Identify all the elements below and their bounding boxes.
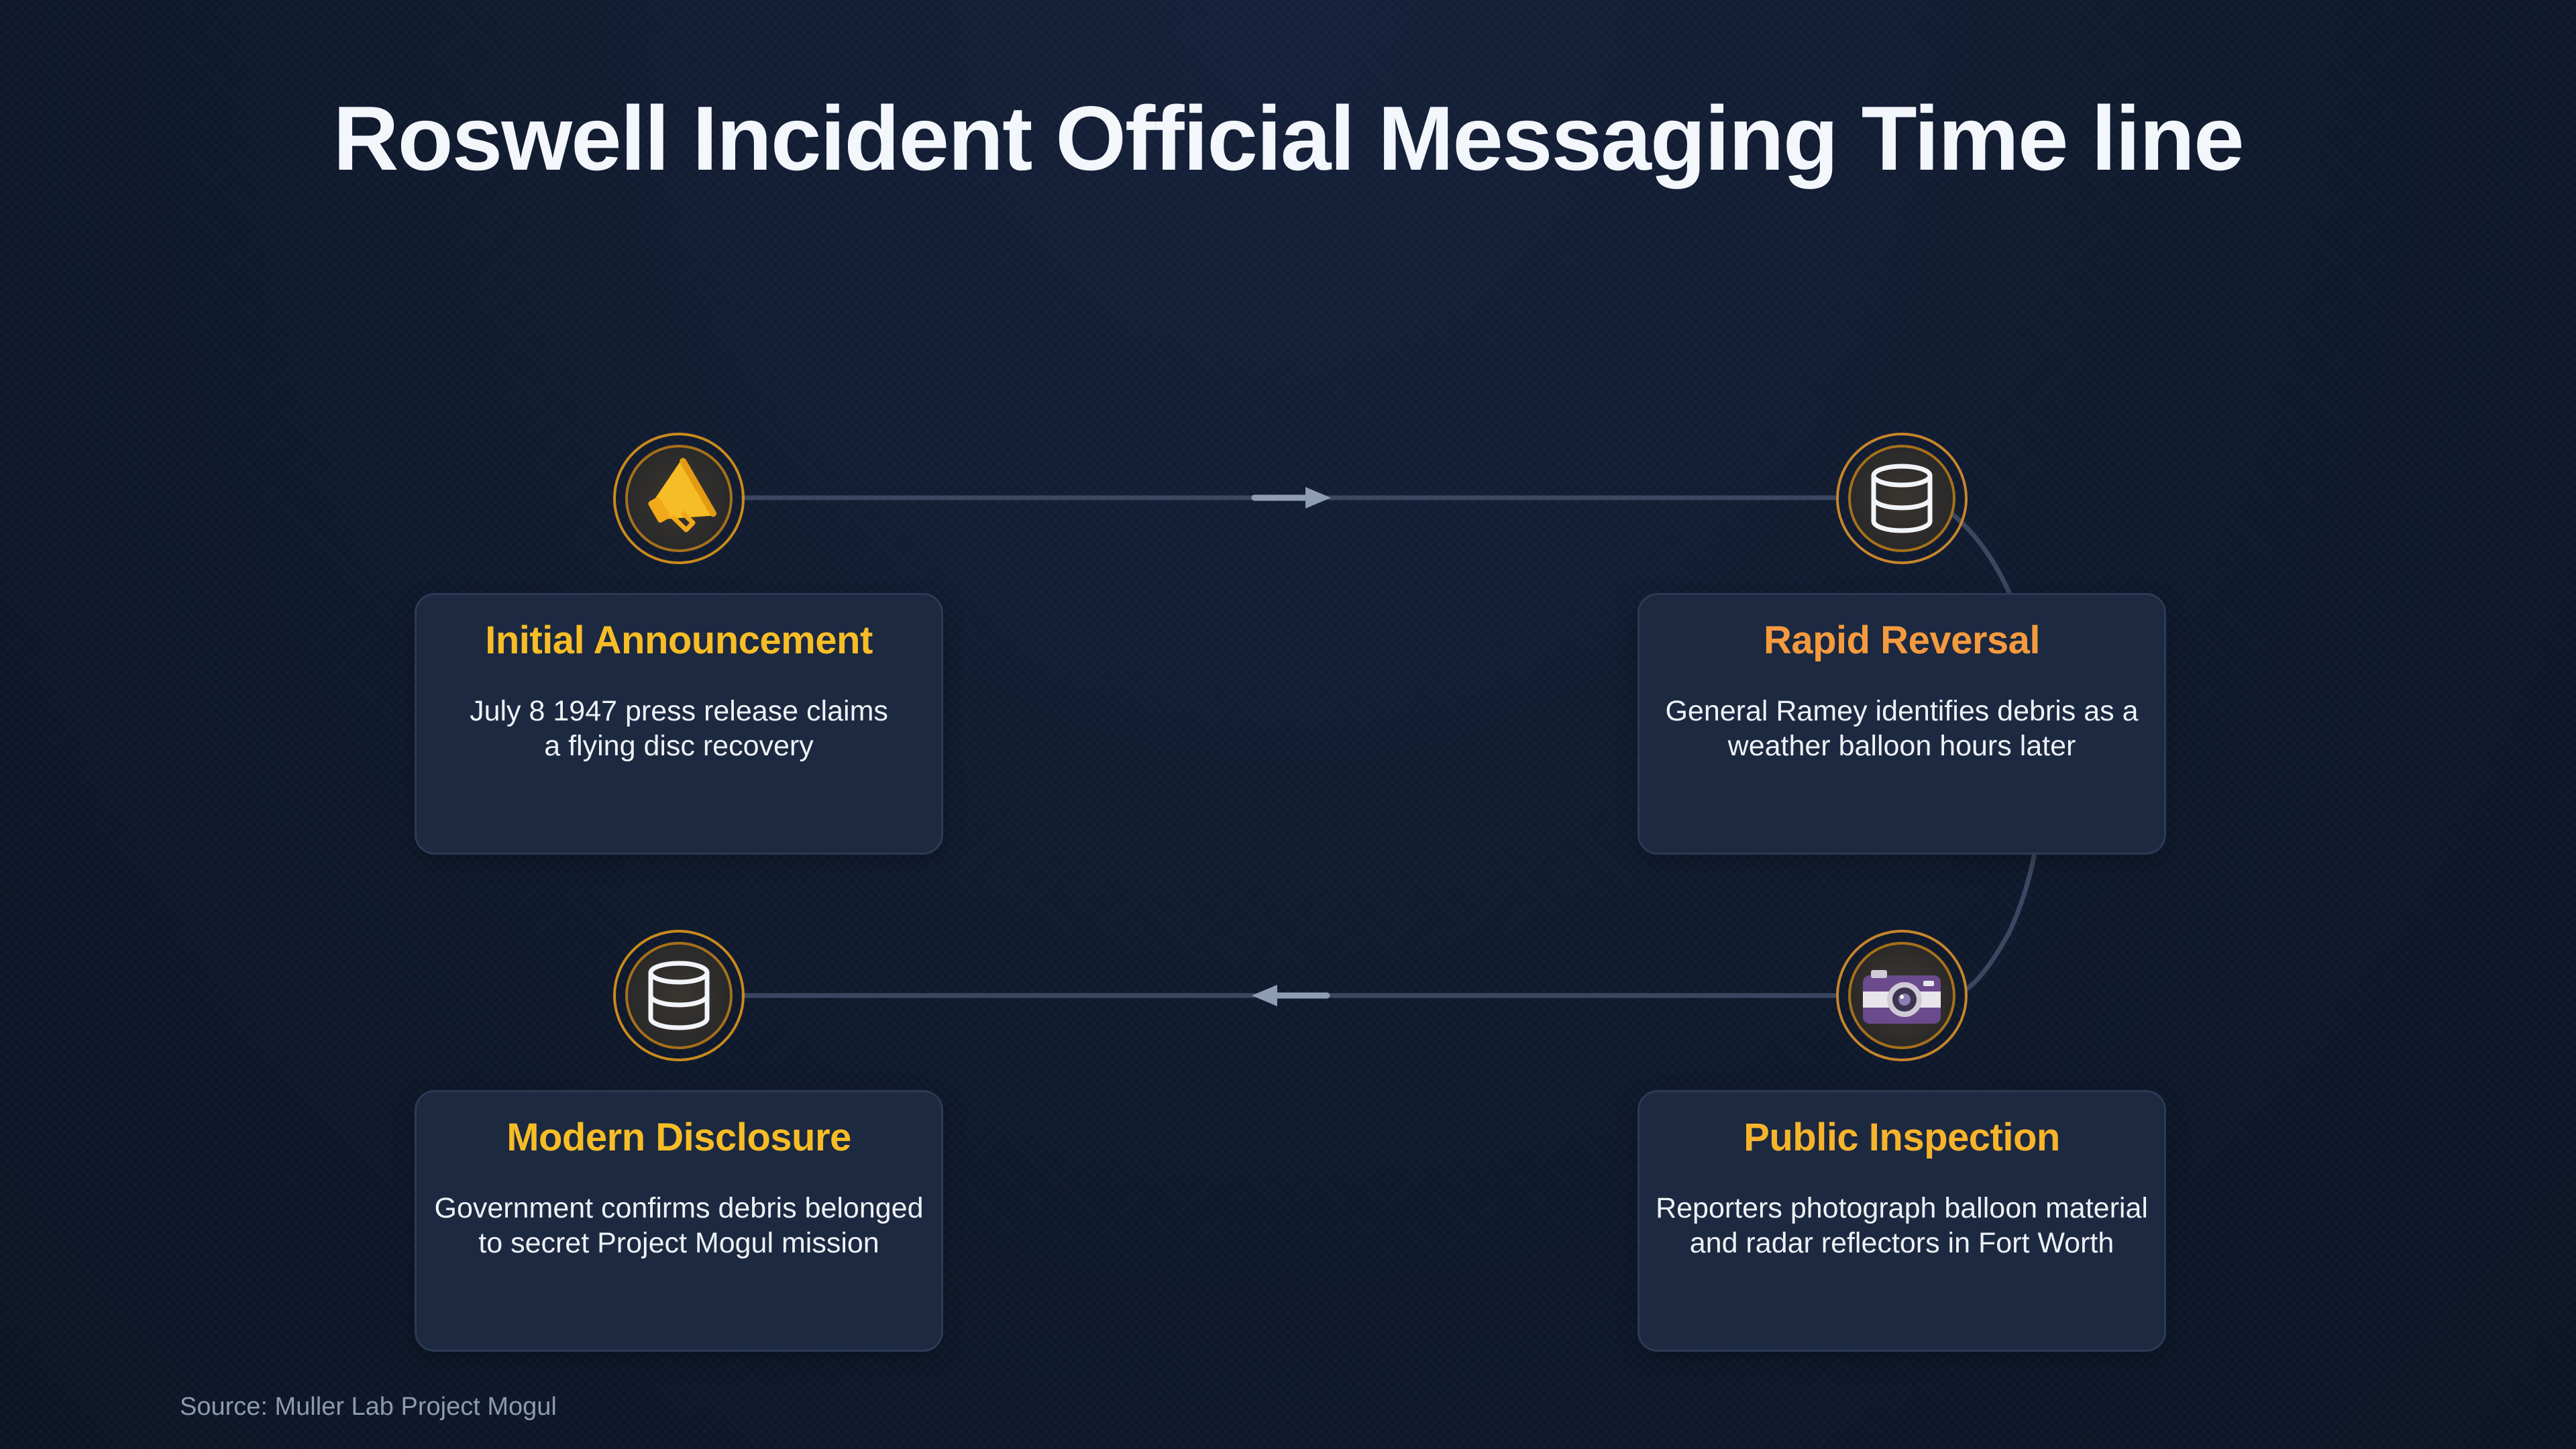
- step-description-line: to secret Project Mogul mission: [478, 1227, 879, 1259]
- megaphone-icon: [648, 458, 717, 533]
- step-description-line: weather balloon hours later: [1727, 730, 2076, 762]
- step-description-line: Reporters photograph balloon material: [1656, 1192, 2148, 1224]
- step-description: July 8 1947 press release claims a flyin…: [424, 694, 934, 763]
- step-card-modern-disclosure: Modern Disclosure Government confirms de…: [415, 1090, 943, 1352]
- step-description: Reporters photograph balloon material an…: [1647, 1191, 2157, 1260]
- arrow-right-icon: [1251, 487, 1331, 508]
- camera-icon: [1863, 970, 1941, 1024]
- step-description: Government confirms debris belonged to s…: [424, 1191, 934, 1260]
- step-title: Public Inspection: [1743, 1116, 2060, 1159]
- arrow-left-icon: [1252, 985, 1330, 1006]
- step-title: Modern Disclosure: [506, 1116, 851, 1159]
- step-description-line: General Ramey identifies debris as a: [1665, 695, 2139, 727]
- step-node-initial-announcement: [613, 433, 745, 564]
- page-title: Roswell Incident Official Messaging Time…: [333, 87, 2244, 189]
- step-title: Rapid Reversal: [1763, 619, 2041, 662]
- database-icon: [1871, 464, 1933, 533]
- step-description-line: and radar reflectors in Fort Worth: [1689, 1227, 2114, 1259]
- step-node-modern-disclosure: [613, 930, 745, 1061]
- database-icon: [648, 961, 710, 1030]
- step-title: Initial Announcement: [485, 619, 873, 662]
- step-card-rapid-reversal: Rapid Reversal General Ramey identifies …: [1638, 593, 2166, 855]
- step-description: General Ramey identifies debris as a wea…: [1647, 694, 2157, 763]
- step-card-initial-announcement: Initial Announcement July 8 1947 press r…: [415, 593, 943, 855]
- step-description-line: Government confirms debris belonged: [434, 1192, 924, 1224]
- step-node-public-inspection: [1836, 930, 1968, 1061]
- step-card-public-inspection: Public Inspection Reporters photograph b…: [1638, 1090, 2166, 1352]
- step-node-rapid-reversal: [1836, 433, 1968, 564]
- source-note: Source: Muller Lab Project Mogul: [180, 1393, 557, 1421]
- step-description-line: July 8 1947 press release claims: [470, 695, 888, 727]
- step-description-line: a flying disc recovery: [544, 730, 814, 762]
